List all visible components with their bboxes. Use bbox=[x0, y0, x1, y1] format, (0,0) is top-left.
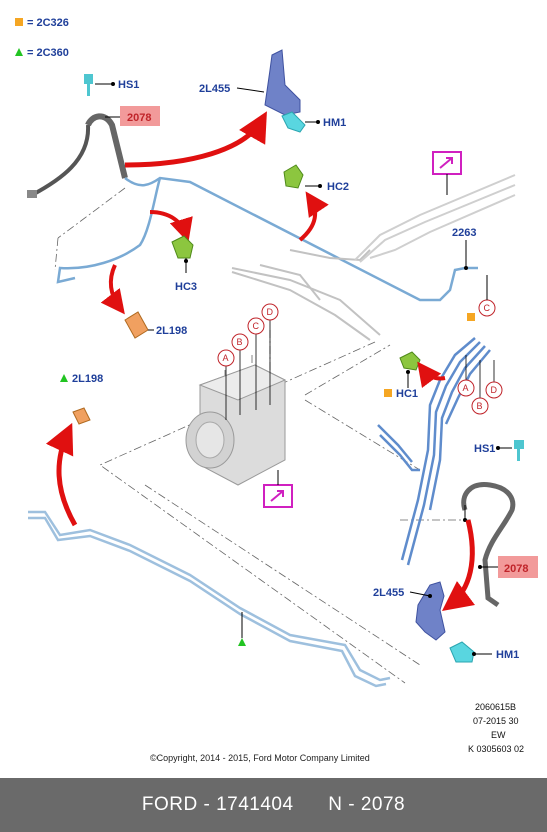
grommet-2l198-mid bbox=[124, 311, 149, 339]
red-arrow-right bbox=[442, 519, 475, 612]
red-arrow-hc3 bbox=[149, 210, 193, 243]
tag-2078-top bbox=[120, 106, 160, 126]
circle-c-cluster bbox=[247, 317, 265, 335]
label-hm1-top: HM1 bbox=[323, 117, 346, 129]
bolt-hs1-right bbox=[514, 440, 524, 461]
red-arrow-hc2 bbox=[298, 191, 329, 242]
bracket-2l455-top bbox=[264, 49, 301, 116]
circle-c-right-label: C bbox=[484, 303, 491, 313]
label-2263: 2263 bbox=[452, 227, 476, 239]
footer-bar: FORD - 1741404 N - 2078 bbox=[0, 778, 547, 832]
ref-line-2: 07-2015 30 bbox=[473, 716, 519, 726]
footer-spacer bbox=[294, 794, 329, 816]
label-2l455-top: 2L455 bbox=[199, 83, 230, 95]
circle-d-right-label: D bbox=[491, 385, 498, 395]
brake-hose-right bbox=[461, 482, 516, 608]
bracket-2l455-bottom bbox=[415, 581, 446, 641]
hydraulic-harness-center bbox=[231, 249, 381, 341]
circle-b-right-label: B bbox=[477, 401, 483, 411]
label-hs1-right: HS1 bbox=[474, 443, 495, 455]
circle-a-right bbox=[457, 379, 475, 397]
circle-d-cluster-label: D bbox=[267, 307, 274, 317]
orange-marker-hc1 bbox=[384, 389, 392, 397]
tag-2078-right-label: 2078 bbox=[504, 563, 528, 575]
label-hc3: HC3 bbox=[175, 281, 197, 293]
clip-hc1 bbox=[399, 351, 421, 371]
green-triangle-2l198-left bbox=[60, 374, 68, 382]
circle-d-cluster bbox=[261, 303, 279, 321]
direction-arrow-icon-top bbox=[432, 151, 462, 195]
label-hc2: HC2 bbox=[327, 181, 349, 193]
circle-b-right bbox=[471, 397, 489, 415]
clip-hm1-top bbox=[281, 111, 306, 133]
brake-pipe-bottom-long bbox=[28, 510, 391, 688]
red-arrow-top bbox=[124, 111, 267, 168]
red-arrow-2l198-left bbox=[45, 422, 78, 527]
red-arrow-2l198-mid bbox=[100, 264, 125, 315]
label-2l198-left: 2L198 bbox=[72, 373, 103, 385]
red-arrow-hc1 bbox=[417, 361, 446, 388]
ref-line-1: 2060615B bbox=[475, 702, 516, 712]
ref-line-3: EW bbox=[491, 730, 506, 740]
bolt-hs1-top bbox=[84, 74, 93, 96]
orange-marker-upper bbox=[467, 313, 475, 321]
circle-a-right-label: A bbox=[463, 383, 469, 393]
hydraulic-harness-top-right bbox=[354, 174, 516, 263]
brake-hose-top bbox=[27, 113, 128, 198]
port-label-right: A B D bbox=[457, 355, 503, 415]
tag-2078-right bbox=[498, 556, 538, 578]
ref-line-4: K 0305603 02 bbox=[468, 744, 524, 754]
brake-lines-diagram: = 2C326 = 2C360 HS1 2078 2L455 bbox=[15, 17, 538, 763]
footer-brand-part-number: FORD - 1741404 bbox=[141, 794, 294, 815]
port-label-cluster: A B C D bbox=[217, 303, 279, 420]
circle-a-cluster bbox=[217, 349, 235, 367]
brake-pipe-top-long bbox=[124, 176, 478, 302]
circle-d-right bbox=[485, 381, 503, 399]
orange-square-icon bbox=[15, 18, 23, 26]
direction-arrow-icon-center bbox=[263, 470, 293, 508]
circle-b-cluster bbox=[231, 333, 249, 351]
clip-hm1-bottom bbox=[449, 641, 475, 663]
brake-pipe-left-loop bbox=[56, 177, 162, 284]
tag-2078-top-label: 2078 bbox=[127, 112, 151, 124]
green-triangle-icon bbox=[15, 48, 23, 56]
label-hm1-bottom: HM1 bbox=[496, 649, 519, 661]
legend-2c326-label: = 2C326 bbox=[27, 17, 69, 29]
label-2l455-bottom: 2L455 bbox=[373, 587, 404, 599]
footer-n-number: N - 2078 bbox=[328, 794, 406, 815]
grommet-2l198-left bbox=[72, 407, 91, 425]
green-triangle-bottom bbox=[238, 638, 246, 646]
clip-hc2 bbox=[283, 164, 304, 189]
copyright-text: ©Copyright, 2014 - 2015, Ford Motor Comp… bbox=[150, 753, 370, 763]
clip-hc3 bbox=[171, 235, 194, 259]
label-2l198-mid: 2L198 bbox=[156, 325, 187, 337]
legend-2c360-label: = 2C360 bbox=[27, 47, 69, 59]
label-hs1-top: HS1 bbox=[118, 79, 139, 91]
circle-c-cluster-label: C bbox=[253, 321, 260, 331]
abs-module bbox=[185, 364, 287, 486]
circle-b-cluster-label: B bbox=[237, 337, 243, 347]
circle-a-cluster-label: A bbox=[223, 353, 229, 363]
label-hc1: HC1 bbox=[396, 388, 418, 400]
